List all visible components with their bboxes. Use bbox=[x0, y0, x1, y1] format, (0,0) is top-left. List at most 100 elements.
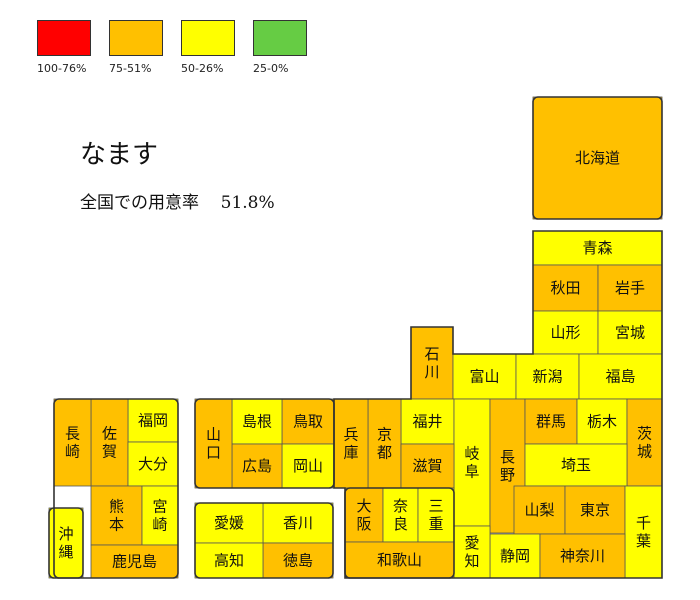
prefecture-label-37: 徳島 bbox=[283, 552, 313, 570]
prefecture-tile-4 bbox=[532, 310, 599, 355]
prefecture-tile-42 bbox=[127, 441, 179, 487]
prefecture-label-25-1: 庫 bbox=[343, 444, 358, 462]
prefecture-label-46-0: 沖 bbox=[58, 525, 73, 543]
prefecture-label-28-1: 重 bbox=[428, 515, 443, 533]
legend-swatch-high bbox=[37, 20, 91, 56]
prefecture-tile-38 bbox=[194, 542, 264, 579]
prefecture-label-12-0: 長 bbox=[500, 448, 515, 466]
prefecture-label-13: 群馬 bbox=[536, 413, 566, 431]
prefecture-label-6-0: 石 bbox=[424, 345, 439, 363]
prefecture-tile-32 bbox=[281, 443, 335, 489]
legend-swatch-mid-high bbox=[109, 20, 163, 56]
region-outline-2 bbox=[48, 507, 84, 579]
prefecture-label-14: 栃木 bbox=[587, 413, 617, 431]
prefecture-label-1: 青森 bbox=[582, 239, 612, 257]
prefecture-label-36: 愛媛 bbox=[214, 514, 244, 532]
legend-swatch-mid-low bbox=[181, 20, 235, 56]
prefecture-tile-16 bbox=[524, 443, 628, 487]
prefecture-label-40-1: 賀 bbox=[102, 443, 117, 461]
prefecture-tile-41 bbox=[53, 398, 92, 487]
legend-label-mid-low: 50-26% bbox=[181, 62, 224, 75]
prefecture-label-28-0: 三 bbox=[428, 497, 443, 515]
prefecture-label-22-1: 知 bbox=[464, 552, 479, 570]
prefecture-label-41-1: 崎 bbox=[65, 443, 80, 461]
prefecture-tile-34 bbox=[194, 398, 233, 489]
prefecture-tile-14 bbox=[576, 398, 628, 445]
prefecture-tile-28 bbox=[417, 487, 455, 543]
prefecture-label-5: 宮城 bbox=[615, 324, 645, 342]
prefecture-label-9: 福島 bbox=[605, 368, 635, 386]
prefecture-tile-0 bbox=[532, 96, 663, 220]
prefecture-label-32: 岡山 bbox=[293, 457, 323, 475]
prefecture-label-26-0: 大 bbox=[356, 497, 371, 515]
prefecture-label-19-1: 葉 bbox=[636, 532, 651, 550]
legend-swatch-low bbox=[253, 20, 307, 56]
prefecture-label-11-1: 阜 bbox=[464, 463, 479, 481]
prefecture-label-18: 東京 bbox=[580, 501, 610, 519]
region-outline-1 bbox=[53, 398, 179, 579]
prefecture-label-12-1: 野 bbox=[500, 466, 515, 484]
legend-label-high: 100-76% bbox=[37, 62, 87, 75]
map-title: なます bbox=[80, 140, 159, 170]
prefecture-label-45: 鹿児島 bbox=[112, 553, 157, 571]
prefecture-label-21: 神奈川 bbox=[560, 547, 605, 565]
region-outline-4 bbox=[194, 398, 335, 489]
prefecture-label-11-0: 岐 bbox=[464, 445, 479, 463]
national-rate-value: 51.8% bbox=[220, 193, 275, 213]
prefecture-label-10: 福井 bbox=[412, 413, 442, 431]
prefecture-tile-37 bbox=[262, 542, 334, 579]
prefecture-label-43-1: 本 bbox=[109, 516, 124, 534]
region-outline-0 bbox=[532, 96, 663, 220]
prefecture-tile-40 bbox=[90, 398, 129, 487]
prefecture-label-23-1: 都 bbox=[377, 444, 392, 462]
prefecture-tile-19 bbox=[624, 485, 663, 579]
prefecture-label-42: 大分 bbox=[138, 455, 168, 473]
prefecture-label-6-1: 川 bbox=[424, 363, 439, 381]
prefecture-label-16: 埼玉 bbox=[561, 456, 591, 474]
prefecture-label-34-0: 山 bbox=[206, 426, 221, 444]
prefecture-tile-13 bbox=[524, 398, 578, 445]
prefecture-tile-20 bbox=[489, 533, 541, 579]
prefecture-label-15-0: 茨 bbox=[637, 425, 652, 443]
prefecture-label-2: 秋田 bbox=[550, 279, 580, 297]
prefecture-tile-2 bbox=[532, 264, 599, 312]
prefecture-label-43-0: 熊 bbox=[109, 498, 124, 516]
prefecture-label-44-1: 崎 bbox=[152, 516, 167, 534]
prefecture-label-24: 滋賀 bbox=[412, 457, 442, 475]
prefecture-tile-29 bbox=[344, 541, 455, 579]
prefecture-label-23-0: 京 bbox=[377, 426, 392, 444]
prefecture-label-20: 静岡 bbox=[500, 547, 530, 565]
prefecture-tile-22 bbox=[453, 525, 491, 579]
prefecture-label-35: 香川 bbox=[283, 514, 313, 532]
prefecture-tile-17 bbox=[513, 485, 566, 535]
prefecture-label-27-1: 良 bbox=[393, 515, 408, 533]
prefecture-label-33: 広島 bbox=[242, 457, 272, 475]
prefecture-label-4: 山形 bbox=[550, 324, 580, 342]
region-outline-5 bbox=[344, 487, 455, 579]
prefecture-label-40-0: 佐 bbox=[102, 425, 117, 443]
prefecture-label-25-0: 兵 bbox=[343, 426, 358, 444]
prefecture-label-31: 島根 bbox=[242, 413, 272, 431]
prefecture-label-17: 山梨 bbox=[524, 501, 554, 519]
prefecture-tile-9 bbox=[578, 353, 663, 400]
legend-label-low: 25-0% bbox=[253, 62, 289, 75]
prefecture-label-19-0: 千 bbox=[636, 514, 651, 532]
prefecture-label-15-1: 城 bbox=[637, 443, 652, 461]
prefecture-label-30: 鳥取 bbox=[293, 413, 323, 431]
prefecture-label-38: 高知 bbox=[214, 552, 244, 570]
prefecture-label-41-0: 長 bbox=[65, 425, 80, 443]
prefecture-label-46-1: 縄 bbox=[58, 543, 73, 561]
prefecture-label-7: 富山 bbox=[469, 368, 499, 386]
prefecture-tile-21 bbox=[539, 533, 626, 579]
prefecture-tile-45 bbox=[90, 544, 179, 579]
prefecture-label-27-0: 奈 bbox=[393, 497, 408, 515]
national-rate: 全国での用意率 51.8% bbox=[80, 188, 275, 213]
region-outline-3 bbox=[194, 502, 334, 579]
prefecture-label-39: 福岡 bbox=[138, 412, 168, 430]
prefecture-tile-43 bbox=[90, 485, 143, 546]
prefecture-tile-8 bbox=[515, 353, 580, 400]
prefecture-label-44-0: 宮 bbox=[152, 498, 167, 516]
prefecture-tile-11 bbox=[453, 398, 491, 527]
prefecture-label-29: 和歌山 bbox=[377, 551, 422, 569]
prefecture-label-34-1: 口 bbox=[206, 444, 221, 462]
